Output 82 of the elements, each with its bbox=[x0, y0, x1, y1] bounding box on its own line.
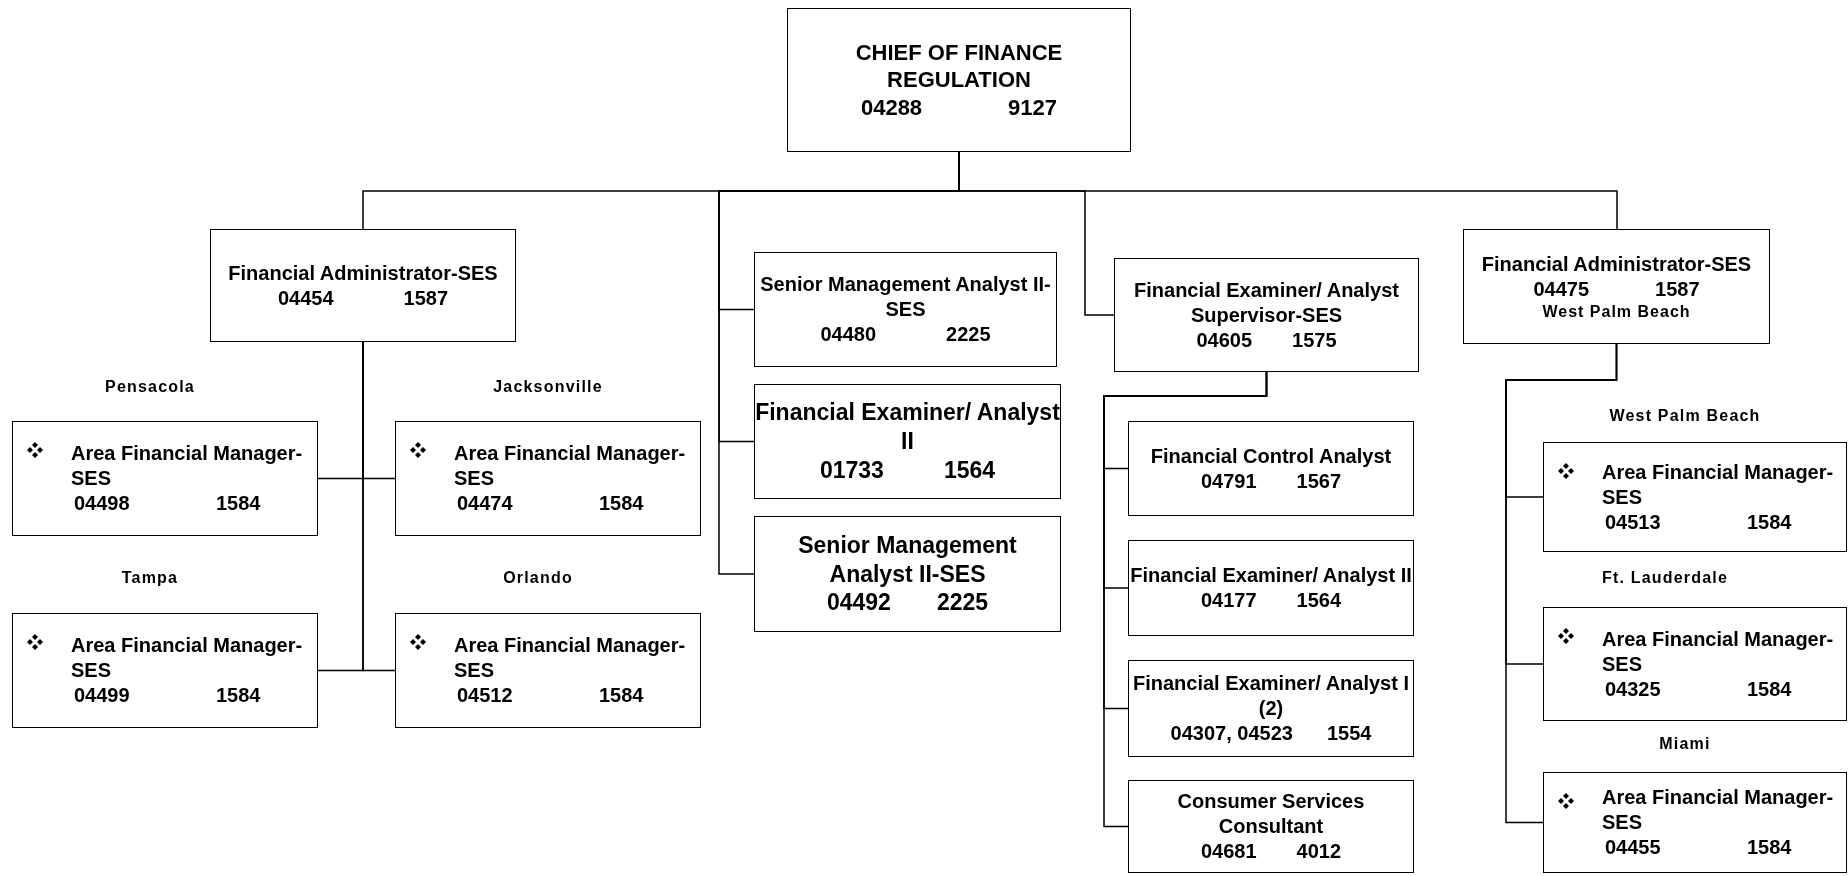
position-number: 04325 bbox=[1604, 676, 1662, 702]
position-number: 04307, 04523 bbox=[1170, 721, 1293, 746]
position-title: Financial Examiner/ Analyst I (2) bbox=[1132, 671, 1410, 721]
position-number: 04474 bbox=[456, 491, 514, 516]
location-label: Miami bbox=[1658, 735, 1712, 753]
position-box bbox=[754, 516, 1061, 632]
position-title: Senior Management Analyst II-SES bbox=[759, 272, 1052, 322]
class-code: 1584 bbox=[599, 683, 644, 708]
position-box bbox=[754, 252, 1057, 367]
position-number: 04454 bbox=[277, 285, 334, 311]
position-number: 04455 bbox=[1604, 835, 1662, 860]
class-code: 9127 bbox=[1008, 93, 1058, 122]
position-box bbox=[1543, 772, 1847, 873]
position-box bbox=[12, 613, 318, 728]
position-title: CHIEF OF FINANCE REGULATION bbox=[854, 38, 1064, 94]
position-title: Area Financial Manager-SES bbox=[1602, 626, 1835, 677]
position-number: 04605 bbox=[1196, 327, 1253, 353]
position-box bbox=[787, 8, 1131, 152]
position-box bbox=[1543, 442, 1847, 552]
class-code: 1564 bbox=[943, 455, 996, 485]
position-box bbox=[1128, 421, 1414, 516]
position-number: 04492 bbox=[826, 588, 891, 618]
position-box bbox=[12, 421, 318, 536]
position-box bbox=[395, 421, 701, 536]
position-title: Consumer Services Consultant bbox=[1176, 789, 1366, 839]
connector-line bbox=[1505, 343, 1618, 824]
location-label: Orlando bbox=[502, 569, 574, 587]
position-title: Area Financial Manager-SES bbox=[1602, 459, 1835, 510]
position-box bbox=[1128, 780, 1414, 873]
position-box bbox=[1543, 607, 1847, 721]
position-box bbox=[1463, 229, 1770, 344]
position-number: 04791 bbox=[1200, 468, 1257, 494]
location-label: Ft. Lauderdale bbox=[1600, 569, 1730, 587]
class-code: 1584 bbox=[216, 491, 261, 516]
position-title: Senior Management Analyst II-SES bbox=[797, 530, 1018, 589]
location-label: Jacksonville bbox=[492, 378, 604, 396]
location-label: Tampa bbox=[120, 569, 180, 587]
connector-line bbox=[1103, 371, 1268, 828]
position-title: Financial Control Analyst bbox=[1150, 443, 1392, 469]
class-code: 1575 bbox=[1292, 327, 1337, 353]
class-code: 1584 bbox=[216, 683, 261, 708]
location-label: Pensacola bbox=[104, 378, 196, 396]
position-number: 04480 bbox=[820, 322, 877, 347]
position-title: Financial Examiner/ Analyst II bbox=[755, 398, 1060, 456]
position-number: 04177 bbox=[1200, 588, 1257, 613]
location-label: West Palm Beach bbox=[1542, 301, 1691, 322]
class-code: 2225 bbox=[936, 588, 989, 618]
position-title: Financial Administrator-SES bbox=[1481, 251, 1752, 277]
class-code: 1564 bbox=[1296, 588, 1342, 613]
position-title: Area Financial Manager-SES bbox=[71, 441, 304, 491]
position-number: 04288 bbox=[860, 93, 923, 122]
position-number: 04681 bbox=[1200, 839, 1257, 864]
class-code: 1584 bbox=[599, 491, 644, 516]
class-code: 1567 bbox=[1296, 468, 1342, 494]
position-box bbox=[1114, 258, 1419, 372]
position-title: Area Financial Manager-SES bbox=[1602, 785, 1835, 835]
position-title: Financial Examiner/ Analyst Supervisor-SES bbox=[1133, 277, 1400, 328]
position-box bbox=[754, 384, 1061, 499]
position-title: Financial Administrator-SES bbox=[228, 260, 498, 286]
class-code: 4012 bbox=[1296, 839, 1342, 864]
class-code: 2225 bbox=[946, 322, 991, 347]
position-box bbox=[210, 229, 516, 342]
class-code: 1584 bbox=[1747, 676, 1792, 702]
position-title: Area Financial Manager-SES bbox=[454, 441, 687, 491]
position-title: Area Financial Manager-SES bbox=[454, 633, 687, 683]
class-code: 1584 bbox=[1747, 835, 1792, 860]
position-title: Area Financial Manager-SES bbox=[71, 633, 304, 683]
position-box bbox=[1128, 540, 1414, 636]
position-box bbox=[1128, 660, 1414, 757]
class-code: 1587 bbox=[403, 285, 449, 311]
position-title: Financial Examiner/ Analyst II bbox=[1130, 563, 1412, 588]
class-code: 1584 bbox=[1747, 509, 1792, 535]
location-label: West Palm Beach bbox=[1608, 407, 1762, 425]
class-code: 1554 bbox=[1326, 721, 1372, 746]
position-number: 04498 bbox=[73, 491, 131, 516]
position-number: 04512 bbox=[456, 683, 514, 708]
class-code: 1587 bbox=[1655, 276, 1700, 302]
position-number: 04499 bbox=[73, 683, 131, 708]
position-number: 04475 bbox=[1533, 276, 1590, 302]
position-box bbox=[395, 613, 701, 728]
position-number: 01733 bbox=[819, 455, 884, 485]
position-number: 04513 bbox=[1604, 509, 1662, 535]
